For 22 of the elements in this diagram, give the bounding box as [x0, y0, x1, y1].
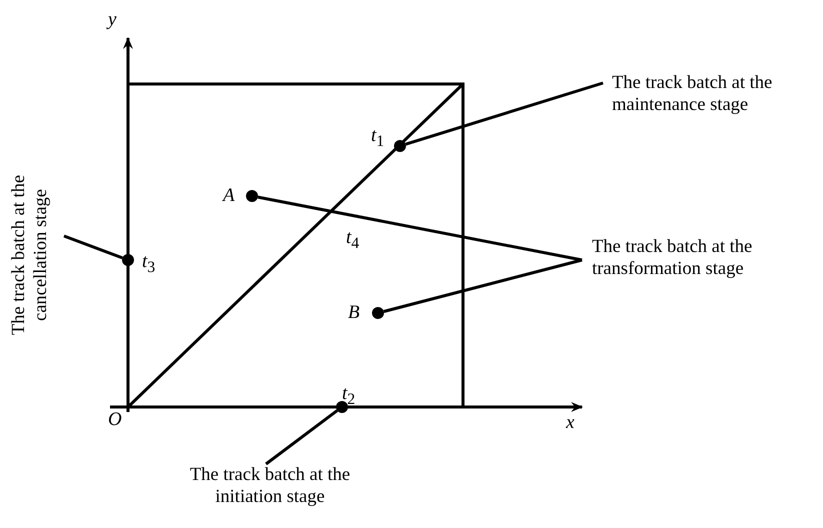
leader-line [265, 409, 338, 466]
callout-text: The track batch at the cancellation stage [8, 140, 64, 370]
point-marker [336, 401, 348, 413]
callout-text: The track batch at the transformation stage [582, 236, 822, 280]
point-marker [394, 140, 406, 152]
leader-line [383, 258, 582, 313]
callout-text: The track batch at the initiation stage [165, 464, 375, 508]
callout-text: The track batch at the maintenance stage [603, 72, 823, 116]
point-label: t$_{1}$ [371, 126, 384, 152]
axis-label: x [566, 413, 574, 433]
point-marker [246, 190, 258, 202]
axis-label: O [108, 410, 122, 430]
point-label: t$_{3}$ [142, 252, 156, 278]
point-label: t$_{2}$ [342, 384, 356, 410]
point-label: B [348, 303, 360, 323]
leader-line [258, 196, 582, 262]
leader-line [63, 234, 123, 260]
point-label: t$_{4}$ [346, 228, 360, 254]
point-marker [122, 254, 134, 266]
point-marker [372, 307, 384, 319]
point-label: A [223, 186, 235, 206]
axis-label: y [108, 10, 116, 30]
